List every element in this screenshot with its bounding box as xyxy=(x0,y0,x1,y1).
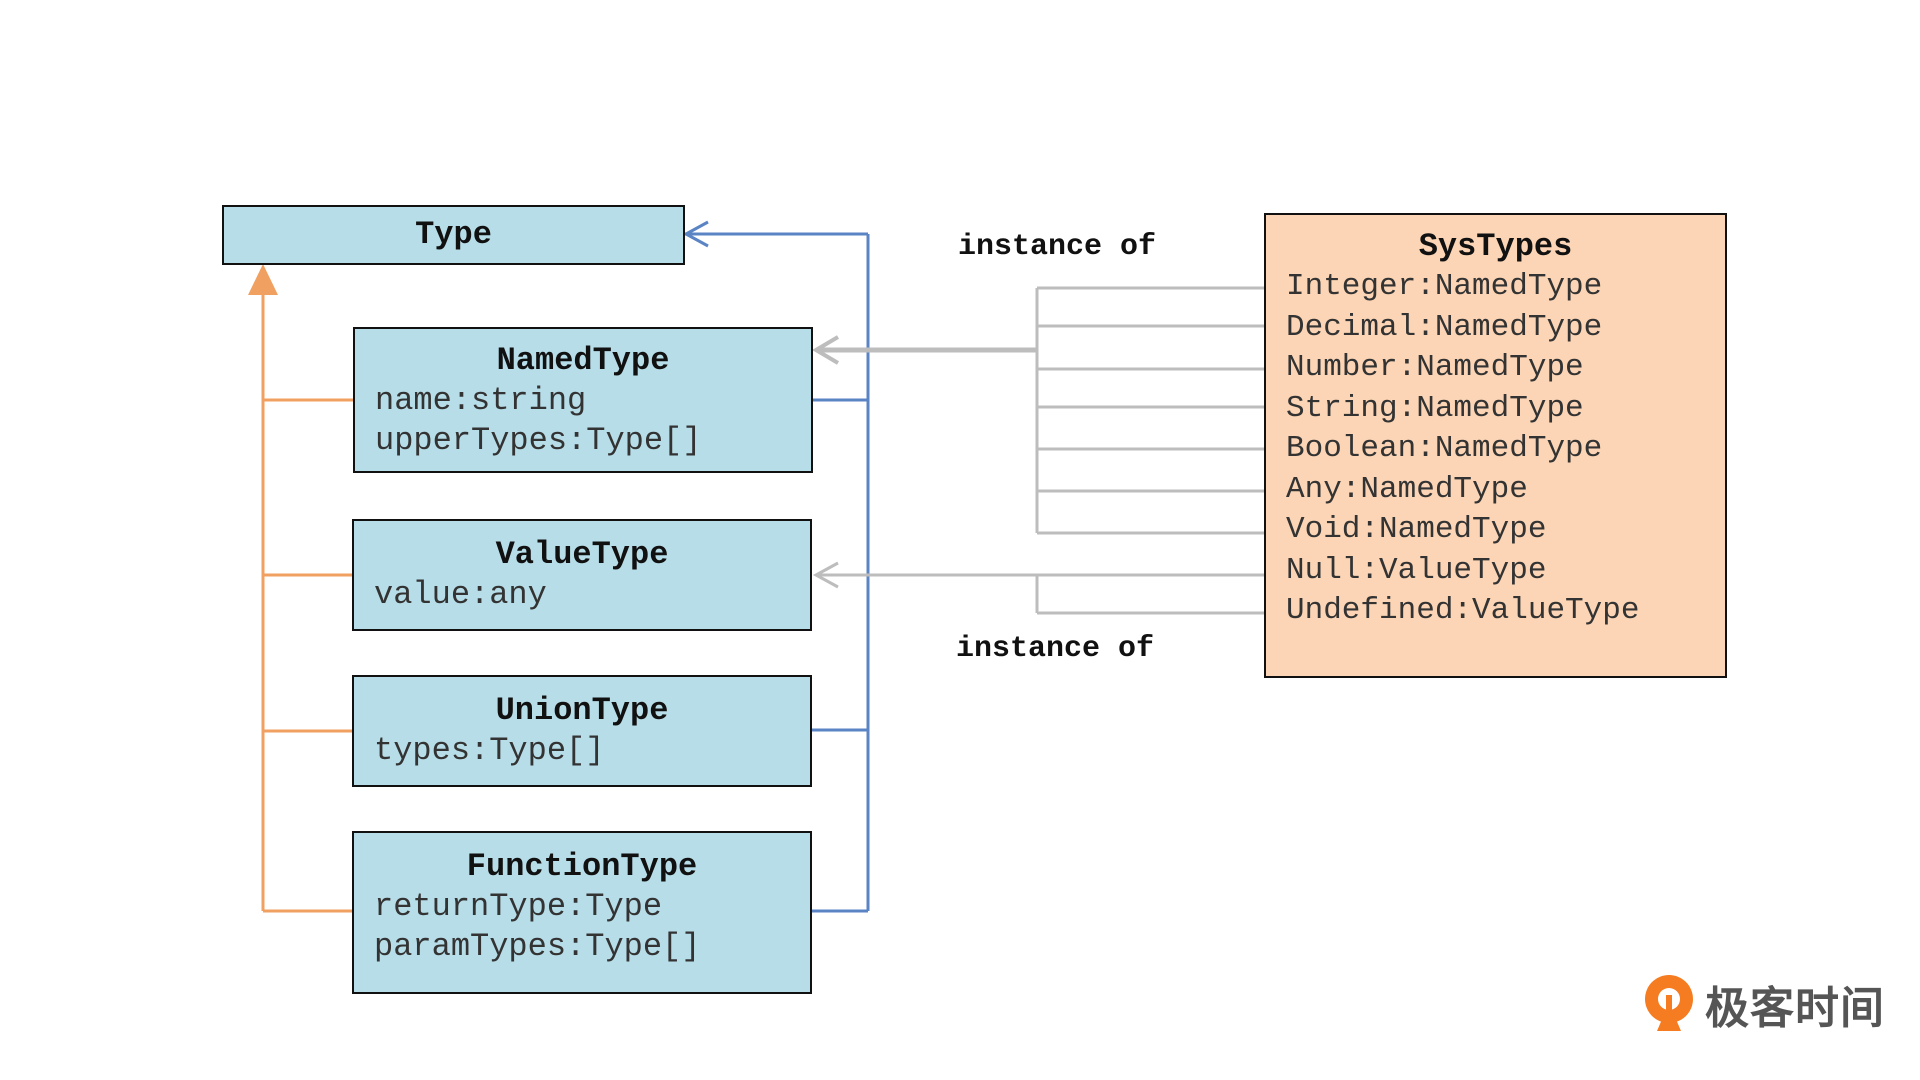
namedtype-class: NamedType name:string upperTypes:Type[] xyxy=(353,327,813,473)
valuetype-class-title: ValueType xyxy=(495,536,669,573)
systypes-title: SysTypes xyxy=(1418,228,1573,265)
type-class-title: Type xyxy=(415,216,492,253)
uniontype-field: types:Type[] xyxy=(374,732,605,769)
instance-of-label-bottom: instance of xyxy=(956,632,1155,666)
systypes-field: Decimal:NamedType xyxy=(1286,309,1603,345)
systypes-field: Undefined:ValueType xyxy=(1286,593,1640,628)
type-class: Type xyxy=(222,205,685,265)
geektime-logo: 极客时间 xyxy=(1641,972,1885,1036)
reference-arrowhead xyxy=(682,220,709,248)
uniontype-class-title: UnionType xyxy=(495,692,669,729)
valuetype-class: ValueType value:any xyxy=(352,519,812,631)
systypes-field: Null:ValueType xyxy=(1286,552,1547,588)
instance-of-label-top: instance of xyxy=(958,230,1157,264)
geektime-logo-icon xyxy=(1645,975,1693,1031)
systypes-field: Integer:NamedType xyxy=(1286,269,1603,304)
systypes-field: Boolean:NamedType xyxy=(1286,431,1603,466)
functiontype-field: returnType:Type xyxy=(374,888,663,925)
functiontype-field: paramTypes:Type[] xyxy=(374,928,701,965)
uniontype-class: UnionType types:Type[] xyxy=(352,675,812,787)
systypes-object: SysTypes Integer:NamedType Decimal:Named… xyxy=(1264,213,1727,678)
functiontype-class: FunctionType returnType:Type paramTypes:… xyxy=(352,831,812,994)
reference-connectors xyxy=(682,220,870,913)
instance-arrowhead-value xyxy=(812,561,839,589)
functiontype-class-title: FunctionType xyxy=(466,848,698,885)
systypes-field: Void:NamedType xyxy=(1286,512,1547,547)
namedtype-class-title: NamedType xyxy=(496,342,670,379)
systypes-field: Number:NamedType xyxy=(1286,350,1584,385)
inheritance-arrowhead xyxy=(248,264,278,295)
systypes-field: String:NamedType xyxy=(1286,390,1584,426)
instance-arrowhead-named xyxy=(812,335,840,365)
instance-connectors xyxy=(812,286,1264,615)
systypes-field: Any:NamedType xyxy=(1286,471,1528,507)
geektime-logo-text: 极客时间 xyxy=(1705,983,1885,1034)
namedtype-field: upperTypes:Type[] xyxy=(375,422,702,459)
namedtype-field: name:string xyxy=(375,382,587,419)
inheritance-connectors xyxy=(261,290,355,913)
valuetype-field: value:any xyxy=(374,576,547,613)
